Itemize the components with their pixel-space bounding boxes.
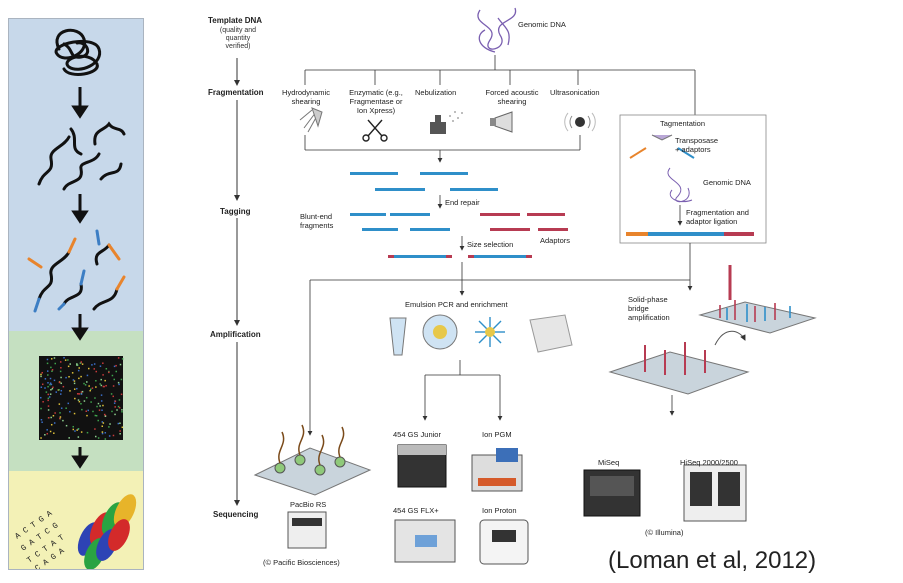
template-sub-line: quantity <box>225 35 251 42</box>
ion-pgm-label: Ion PGM <box>482 430 512 439</box>
label-line: Solid-phase <box>628 295 668 304</box>
label-line: fragments <box>300 221 334 230</box>
hydrodynamic-icon <box>299 107 323 133</box>
hiseq-label: HiSeq 2000/2500 <box>680 458 738 467</box>
transposase-label: Transposase + adaptors <box>675 136 718 154</box>
adaptors-label: Adaptors <box>540 236 571 245</box>
ion-pgm-icon <box>471 448 523 492</box>
cluster-image-icon <box>39 356 124 440</box>
pacbio-label: PacBio RS <box>290 500 327 509</box>
nebulizer-icon <box>430 111 463 134</box>
label-line: amplification <box>628 313 670 322</box>
label-line: Enzymatic (e.g., <box>349 88 403 97</box>
ngs-workflow-figure: Template DNA (quality and quantity verif… <box>200 0 860 583</box>
gs-flx-icon <box>394 519 456 563</box>
flow-cell-icons <box>608 265 817 395</box>
label-line: bridge <box>628 304 649 313</box>
adaptor-fragments <box>480 213 568 231</box>
blunt-end-label: Blunt-end fragments <box>300 212 333 230</box>
sequencing-reads-icon <box>77 494 137 569</box>
sequence-letters: A C T G A G A T C G T C T A T C A G A <box>14 509 67 569</box>
tagmentation-box <box>619 114 767 244</box>
ultrasonication-label: Ultrasonication <box>550 88 600 97</box>
illumina-credit-label: (© Illumina) <box>645 528 684 537</box>
label-line: + adaptors <box>675 145 711 154</box>
label-line: Fragmentase or <box>349 97 403 106</box>
prep-arrows <box>307 195 693 436</box>
hiseq-icon <box>683 464 747 522</box>
template-sub-line: (quality and <box>219 27 257 34</box>
tagged-fragments-icon <box>27 229 126 313</box>
dna-fragments <box>350 172 498 231</box>
ion-proton-icon <box>479 519 529 565</box>
citation: (Loman et al, 2012) <box>608 547 817 574</box>
label-line: Transposase <box>675 136 719 145</box>
gs-flx-label: 454 GS FLX+ <box>393 506 439 515</box>
genomic-dna-label: Genomic DNA <box>518 20 566 29</box>
stage-amplification: Amplification <box>210 330 261 339</box>
fragmentation-tree <box>304 55 696 163</box>
label-line: Fragmentation and <box>686 208 749 217</box>
solid-phase-label: Solid-phase bridge amplification <box>628 295 670 322</box>
transposase-icon <box>629 134 695 159</box>
fragmented-dna-icon <box>37 121 126 191</box>
label-line: adaptor ligation <box>686 217 738 226</box>
template-subtitle: (quality and quantity verified) <box>208 27 268 51</box>
end-repair-label: End repair <box>445 198 480 207</box>
frag-ligation-label: Fragmentation and adaptor ligation <box>686 208 749 226</box>
genomic-dna-icon <box>477 7 517 53</box>
enzymatic-label: Enzymatic (e.g., Fragmentase or Ion Xpre… <box>342 88 410 115</box>
hydrodynamic-label: Hydrodynamic shearing <box>278 88 334 106</box>
emulsion-pcr-label: Emulsion PCR and enrichment <box>405 300 508 309</box>
gs-junior-label: 454 GS Junior <box>393 430 441 439</box>
label-line: Ion Xpress) <box>356 106 396 115</box>
scissors-icon <box>362 119 388 142</box>
stage-fragmentation: Fragmentation <box>208 88 264 97</box>
tagmentation-label: Tagmentation <box>660 119 706 128</box>
flow-arrows <box>71 87 89 469</box>
label-line: Forced acoustic <box>485 88 539 97</box>
figure-drawing <box>234 7 817 565</box>
gs-junior-icon <box>397 444 447 488</box>
workflow-panel: A C T G A G A T C G T C T A T C A G A <box>8 18 144 570</box>
acoustic-horn-icon <box>490 111 513 133</box>
label-line: Blunt-end <box>300 212 333 221</box>
genomic-dna-2-label: Genomic DNA <box>703 178 751 187</box>
miseq-label: MiSeq <box>598 458 620 467</box>
pacbio-credit-label: (© Pacific Biosciences) <box>263 558 340 567</box>
genomic-dna-2-icon <box>667 167 693 203</box>
pacbio-instrument-icon <box>287 511 327 549</box>
stage-template: Template DNA <box>208 16 263 25</box>
stage-sequencing: Sequencing <box>213 510 259 519</box>
template-sub-line: verified) <box>225 43 251 50</box>
label-line: Hydrodynamic <box>282 88 330 97</box>
workflow-illustration: A C T G A G A T C G T C T A T C A G A <box>14 28 137 569</box>
tangled-dna-icon <box>54 28 102 76</box>
tagmented-fragment-strand <box>626 232 754 236</box>
ultrasonication-icon <box>564 112 596 132</box>
miseq-icon <box>583 469 641 517</box>
library-prep-band <box>9 19 143 331</box>
smrt-cell-icon <box>253 424 372 496</box>
label-line: shearing <box>497 97 527 106</box>
label-line: shearing <box>291 97 321 106</box>
nebulization-label: Nebulization <box>415 88 457 97</box>
size-selected-fragments <box>388 255 532 258</box>
ion-proton-label: Ion Proton <box>482 506 517 515</box>
forced-acoustic-label: Forced acoustic shearing <box>480 88 544 106</box>
stage-tagging: Tagging <box>220 207 251 216</box>
size-selection-label: Size selection <box>467 240 514 249</box>
emulsion-pcr-icons <box>389 314 573 356</box>
